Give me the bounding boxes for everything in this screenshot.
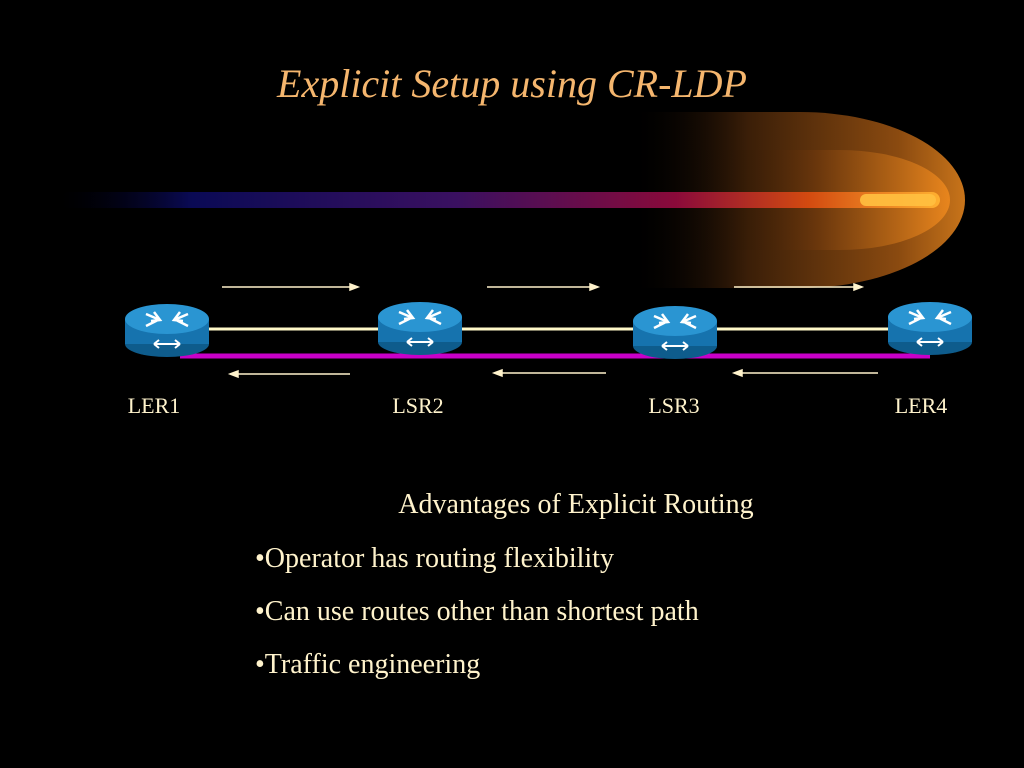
slide-title: Explicit Setup using CR-LDP [277, 61, 747, 106]
node-label-lsr2: LSR2 [392, 393, 444, 418]
advantage-item: •Can use routes other than shortest path [255, 596, 699, 627]
router-icon [378, 302, 462, 355]
router-icon [633, 306, 717, 359]
node-label-ler1: LER1 [127, 393, 181, 418]
router-icon [125, 304, 209, 357]
reverse-arrows [227, 368, 878, 379]
node-label-lsr3: LSR3 [648, 393, 700, 418]
router-icon [888, 302, 972, 355]
node-label-ler4: LER4 [894, 393, 948, 418]
forward-arrows [222, 282, 865, 292]
advantage-item: •Traffic engineering [255, 649, 481, 680]
advantage-item: •Operator has routing flexibility [255, 543, 614, 574]
advantages-heading: Advantages of Explicit Routing [398, 489, 754, 520]
